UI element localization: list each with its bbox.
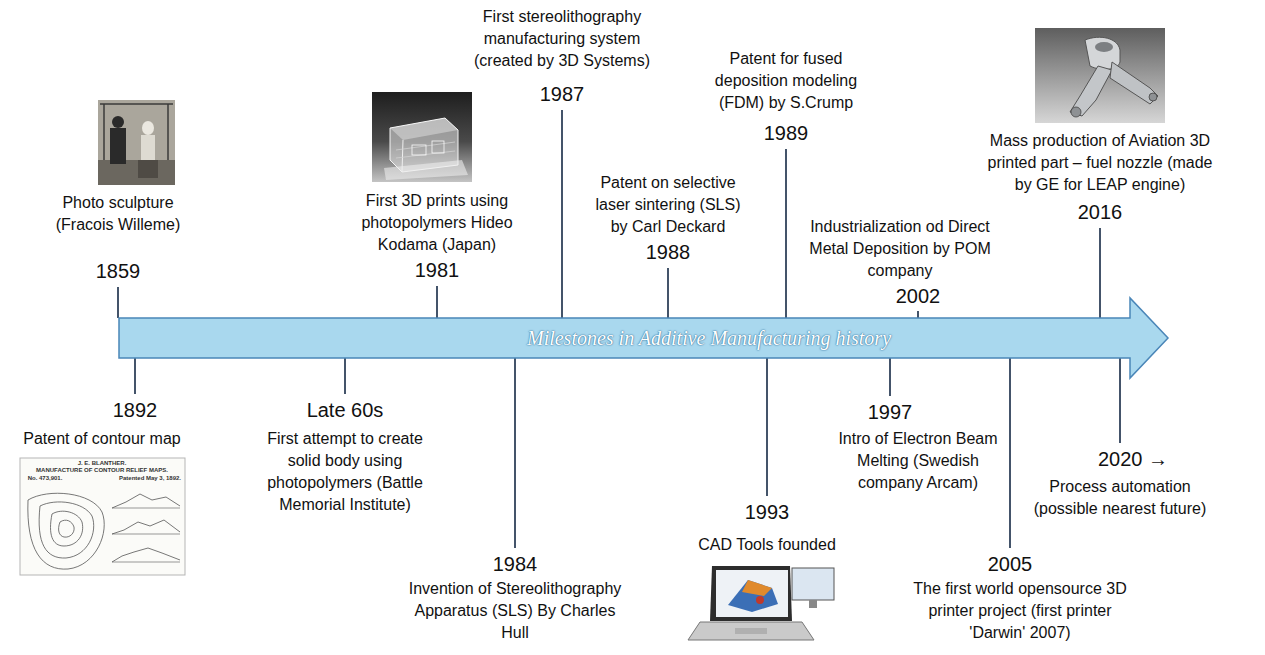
milestone-text: First 3D prints using photopolymers Hide… [353, 190, 521, 256]
timeline-tick [766, 358, 768, 496]
timeline-tick [667, 268, 669, 318]
milestone-text: Intro of Electron Beam Melting (Swedish … [836, 428, 1001, 494]
laptop-cad-picture [735, 628, 767, 634]
milestone-text: Photo sculpture (Fracois Willeme) [48, 192, 188, 236]
milestone-text: Industrialization od Direct Metal Deposi… [800, 216, 1000, 282]
photo-sculpture-photo [141, 135, 155, 160]
photo-sculpture-photo [98, 100, 175, 185]
laptop-cad-picture [756, 596, 764, 604]
year-label: 1981 [415, 258, 460, 282]
timeline-tick [134, 358, 136, 394]
year-label: Late 60s [307, 398, 384, 422]
year-label: 2002 [896, 284, 941, 308]
patent-text: MANUFACTURE OF CONTOUR RELIEF MAPS. [36, 467, 168, 474]
arrow-title: Milestones in Additive Manufacturing his… [118, 318, 1130, 358]
contour-map-patent [112, 534, 180, 535]
year-label: 2005 [988, 552, 1033, 576]
contour-map-patent [51, 511, 83, 546]
milestone-text: First stereolithography manufacturing sy… [462, 6, 662, 72]
milestone-text: Patent for fused deposition modeling (FD… [704, 48, 869, 114]
photo-sculpture-photo [103, 104, 105, 160]
milestone-text: Mass production of Aviation 3D printed p… [986, 130, 1214, 196]
photopolymer-print-photo [412, 145, 426, 155]
photopolymer-print-photo [396, 142, 455, 150]
laptop-cad-picture [728, 580, 778, 612]
contour-map-patent [112, 562, 180, 563]
contour-map-patent [28, 493, 104, 569]
timeline-tick [514, 358, 516, 548]
year-label: 1892 [113, 398, 158, 422]
contour-map-patent [20, 458, 185, 575]
timeline-tick [785, 149, 787, 318]
fuel-nozzle-photo [1110, 62, 1158, 104]
laptop-cad-picture [710, 566, 792, 621]
fuel-nozzle-photo [1070, 66, 1112, 116]
photo-sculpture-photo [100, 103, 173, 105]
patent-text: Patented May 3, 1892. [119, 475, 181, 482]
milestone-text: The first world opensource 3D printer pr… [913, 578, 1128, 644]
photo-sculpture-photo [142, 121, 154, 135]
contour-map-patent [39, 502, 94, 558]
timeline-tick [117, 287, 119, 318]
photo-sculpture-photo [98, 100, 175, 185]
contour-map-patent [112, 548, 180, 562]
contour-map-patent [20, 458, 185, 575]
year-label: 1988 [646, 240, 691, 264]
year-label: 1987 [540, 82, 585, 106]
milestone-text: Patent of contour map [23, 428, 180, 450]
timeline-tick [1119, 358, 1121, 443]
milestone-text: CAD Tools founded [698, 534, 836, 556]
arrow-shape [119, 298, 1168, 378]
fuel-nozzle-photo [1149, 93, 1157, 101]
patent-text: No. 473,901. [28, 475, 63, 482]
timeline-tick [561, 110, 563, 318]
contour-map-patent [112, 508, 180, 509]
milestone-text: Patent on selective laser sintering (SLS… [588, 172, 748, 238]
fuel-nozzle-photo [1071, 107, 1081, 117]
year-label: 2016 [1078, 200, 1123, 224]
year-label: 2020 → [1098, 447, 1168, 471]
laptop-cad-picture [792, 568, 834, 600]
fuel-nozzle-photo [1095, 42, 1113, 52]
fuel-nozzle-photo [1035, 28, 1165, 123]
milestone-text: First attempt to create solid body using… [251, 428, 439, 516]
milestone-text: Invention of Stereolithography Apparatus… [404, 578, 626, 644]
photopolymer-print-photo [432, 141, 444, 153]
year-label: 1859 [96, 259, 141, 283]
year-label: 1989 [764, 121, 809, 145]
year-label: 1993 [745, 500, 790, 524]
timeline-tick [1009, 358, 1011, 548]
contour-map-patent [112, 494, 180, 508]
timeline-tick [344, 358, 346, 394]
laptop-cad-picture [688, 566, 834, 640]
laptop-cad-picture [688, 622, 814, 640]
timeline-arrow: Milestones in Additive Manufacturing his… [118, 296, 1170, 380]
photo-sculpture-photo [138, 160, 158, 178]
photo-sculpture-photo [110, 128, 126, 164]
photopolymer-print-photo [372, 92, 472, 182]
timeline-tick [1099, 228, 1101, 318]
laptop-cad-picture [809, 600, 817, 608]
contour-map-patent [112, 520, 180, 534]
photopolymer-print-photo [390, 118, 458, 140]
photopolymer-print-photo [372, 92, 472, 182]
contour-map-patent [59, 520, 75, 537]
fuel-nozzle-photo [1035, 28, 1165, 123]
photo-sculpture-photo [112, 116, 124, 128]
photopolymer-print-photo [384, 160, 468, 180]
timeline-tick [436, 286, 438, 318]
photo-sculpture-photo [98, 160, 175, 185]
year-label: 1997 [868, 400, 913, 424]
laptop-cad-picture [716, 570, 788, 617]
milestone-text: Process automation (possible nearest fut… [1025, 476, 1215, 520]
photopolymer-print-photo [396, 151, 455, 158]
patent-text: J. E. BLANTHER. [78, 460, 127, 467]
photo-sculpture-photo [167, 104, 169, 160]
year-label: 1984 [493, 552, 538, 576]
laptop-cad-picture [742, 580, 772, 596]
timeline-tick [917, 311, 919, 318]
timeline-tick [889, 358, 891, 396]
